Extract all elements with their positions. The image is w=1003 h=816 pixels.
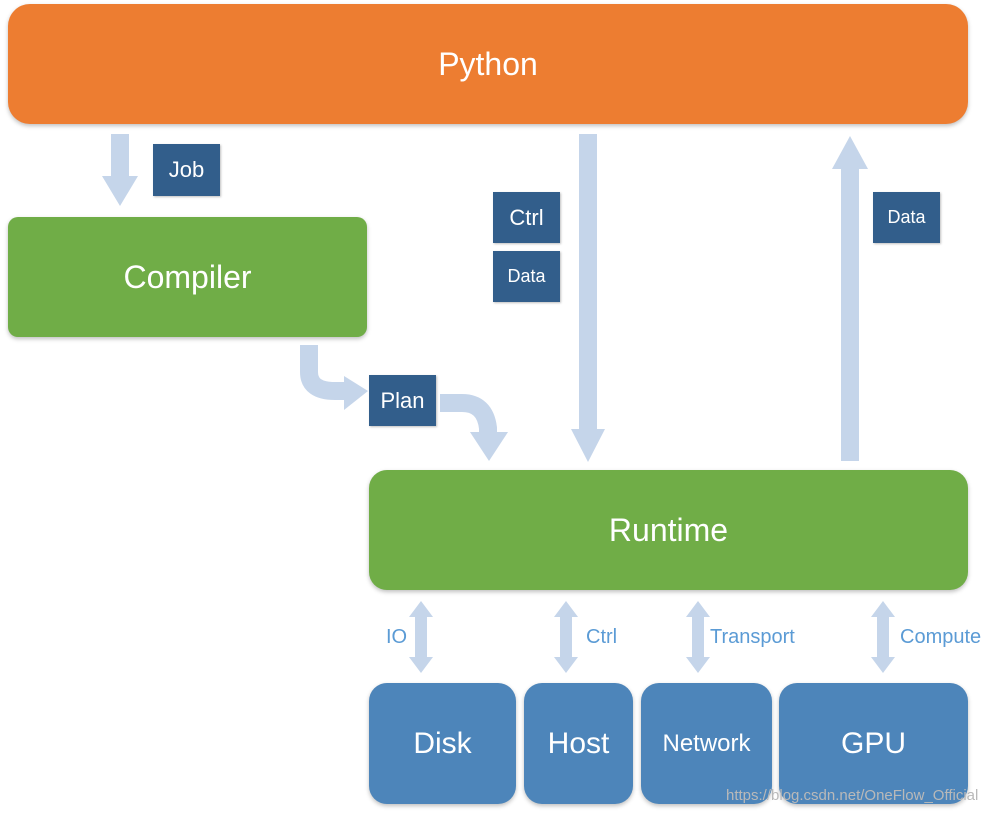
runtime-label: Runtime [608, 511, 729, 548]
ctrl-data-arrow [571, 134, 605, 462]
plan-runtime-curved-arrow [440, 394, 508, 461]
gpu-label: GPU [840, 726, 906, 760]
compute-label: Compute [900, 626, 982, 648]
plan-tag: Plan [369, 375, 436, 426]
network-label: Network [662, 729, 751, 757]
job-arrow [102, 134, 138, 206]
gpu-box: GPU [779, 683, 968, 804]
io-label: IO [386, 626, 408, 648]
data-up-arrow [832, 136, 868, 461]
watermark: https://blog.csdn.net/OneFlow_Official [726, 787, 979, 804]
compiler-label: Compiler [123, 258, 252, 295]
ctrl-tag: Ctrl [493, 192, 560, 243]
io-double-arrow [409, 601, 433, 673]
runtime-box: Runtime [369, 470, 968, 590]
python-label: Python [438, 45, 538, 82]
data-up-tag: Data [873, 192, 940, 243]
ctrl-link-label: Ctrl [586, 626, 618, 648]
network-box: Network [641, 683, 772, 804]
compiler-plan-curved-arrow [300, 345, 368, 410]
disk-box: Disk [369, 683, 516, 804]
compiler-box: Compiler [8, 217, 367, 337]
ctrl-double-arrow [554, 601, 578, 673]
data-down-tag: Data [493, 251, 560, 302]
job-tag: Job [153, 144, 220, 196]
python-box: Python [8, 4, 968, 124]
host-label: Host [547, 726, 610, 760]
disk-label: Disk [413, 726, 472, 760]
transport-label: Transport [710, 626, 795, 648]
compute-double-arrow [871, 601, 895, 673]
transport-double-arrow [686, 601, 710, 673]
host-box: Host [524, 683, 633, 804]
